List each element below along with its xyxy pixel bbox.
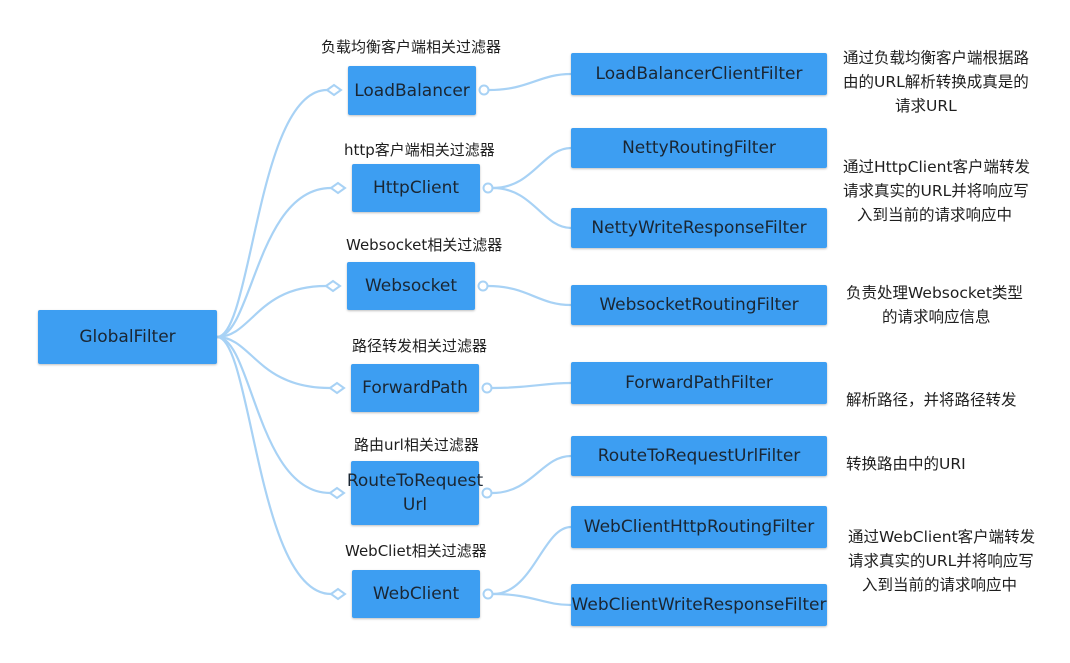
connector-circle-icon — [482, 588, 494, 600]
description-forwardpath: 解析路径，并将路径转发 — [846, 388, 1017, 412]
filter-node-webclientwriteresponsefilter: WebClientWriteResponseFilter — [571, 584, 827, 626]
node-webclient: WebClient — [352, 570, 480, 618]
description-httpclient: 通过HttpClient客户端转发 请求真实的URL并将响应写 入到当前的请求响… — [843, 155, 1030, 227]
node-label: Websocket — [364, 276, 458, 296]
filter-label: WebClientWriteResponseFilter — [571, 595, 827, 615]
filter-node-routetorequesturlfilter: RouteToRequestUrlFilter — [571, 436, 827, 476]
node-httpclient: HttpClient — [352, 164, 480, 212]
description-line: 请求URL — [895, 97, 957, 115]
description-line: 负责处理Websocket类型 — [846, 284, 1023, 302]
node-loadbalancer: LoadBalancer — [348, 66, 476, 115]
category-label-loadbalancer: 负载均衡客户端相关过滤器 — [321, 38, 502, 56]
description-line: 通过WebClient客户端转发 — [848, 528, 1036, 546]
category-label-forwardpath: 路径转发相关过滤器 — [352, 337, 488, 355]
connector-diamond-icon — [324, 279, 342, 293]
filter-label: WebClientHttpRoutingFilter — [583, 517, 815, 537]
filter-label: WebsocketRoutingFilter — [599, 295, 799, 315]
connector-circle-icon — [481, 487, 493, 499]
node-label-line: Url — [402, 495, 428, 515]
description-line: 的请求响应信息 — [882, 308, 991, 326]
root-node: GlobalFilter — [38, 310, 217, 364]
category-label-httpclient: http客户端相关过滤器 — [344, 141, 495, 159]
category-label-webclient: WebCliet相关过滤器 — [345, 542, 487, 560]
filter-label: LoadBalancerClientFilter — [595, 64, 803, 84]
node-label: ForwardPath — [362, 378, 468, 398]
description-line: 请求真实的URL并将响应写 — [843, 182, 1029, 200]
connector-diamond-icon — [329, 181, 347, 195]
root-connector — [216, 284, 327, 339]
root-connector — [216, 335, 332, 596]
filter-label: NettyWriteResponseFilter — [591, 218, 807, 238]
filter-connector — [492, 525, 572, 596]
node-websocket: Websocket — [347, 262, 475, 310]
filter-label: RouteToRequestUrlFilter — [597, 446, 801, 466]
node-label-line: uest — [446, 471, 484, 491]
description-line: 请求真实的URL并将响应写 — [848, 552, 1034, 570]
filter-node-nettywriteresponsefilter: NettyWriteResponseFilter — [571, 208, 827, 248]
root-label: GlobalFilter — [79, 327, 176, 347]
connector-circle-icon — [478, 84, 490, 96]
root-connector — [216, 335, 331, 495]
filter-connector — [492, 146, 572, 190]
filter-node-forwardpathfilter: ForwardPathFilter — [571, 362, 827, 404]
description-line: 入到当前的请求响应中 — [857, 206, 1013, 224]
node-label-line: RouteToReq — [346, 471, 447, 491]
connector-diamond-icon — [328, 486, 346, 500]
connector-circle-icon — [477, 280, 489, 292]
connector-diamond-icon — [325, 83, 343, 97]
description-line: 入到当前的请求响应中 — [862, 576, 1018, 594]
filter-connector — [492, 186, 572, 230]
description-webclient: 通过WebClient客户端转发 请求真实的URL并将响应写 入到当前的请求响应… — [848, 525, 1035, 597]
description-line: 通过HttpClient客户端转发 — [843, 158, 1031, 176]
description-websocket: 负责处理Websocket类型 的请求响应信息 — [846, 281, 1023, 329]
connector-diamond-icon — [329, 587, 347, 601]
connector-circle-icon — [482, 182, 494, 194]
root-connector — [216, 335, 331, 390]
description-line: 转换路由中的URI — [846, 455, 966, 473]
filter-connector — [491, 381, 572, 390]
description-line: 通过负载均衡客户端根据路 — [843, 49, 1030, 67]
filter-connector — [492, 592, 572, 607]
node-label: LoadBalancer — [354, 80, 470, 101]
node-label: WebClient — [372, 584, 460, 604]
filter-label: NettyRoutingFilter — [622, 138, 776, 158]
filter-label: ForwardPathFilter — [625, 373, 773, 393]
category-label-websocket: Websocket相关过滤器 — [346, 236, 503, 254]
connector-diamond-icon — [328, 381, 346, 395]
filter-connector — [491, 454, 572, 495]
connector-circle-icon — [481, 382, 493, 394]
filter-node-websocketroutingfilter: WebsocketRoutingFilter — [571, 285, 827, 325]
filter-connector — [488, 72, 572, 92]
category-label-routetorequesturl: 路由url相关过滤器 — [354, 436, 479, 454]
filter-node-nettyroutingfilter: NettyRoutingFilter — [571, 128, 827, 168]
node-label: HttpClient — [372, 178, 460, 198]
filter-connector — [487, 284, 572, 307]
filter-node-webclienthttproutingfilter: WebClientHttpRoutingFilter — [571, 506, 827, 548]
filter-node-loadbalancerclientfilter: LoadBalancerClientFilter — [571, 53, 827, 95]
root-connector — [216, 88, 328, 339]
node-forwardpath: ForwardPath — [351, 364, 479, 412]
description-routetorequesturl: 转换路由中的URI — [846, 452, 966, 476]
description-line: 解析路径，并将路径转发 — [846, 391, 1017, 409]
description-line: 由的URL解析转换成真是的 — [843, 73, 1029, 91]
description-loadbalancer: 通过负载均衡客户端根据路 由的URL解析转换成真是的 请求URL — [843, 46, 1029, 118]
root-connector — [216, 186, 332, 339]
